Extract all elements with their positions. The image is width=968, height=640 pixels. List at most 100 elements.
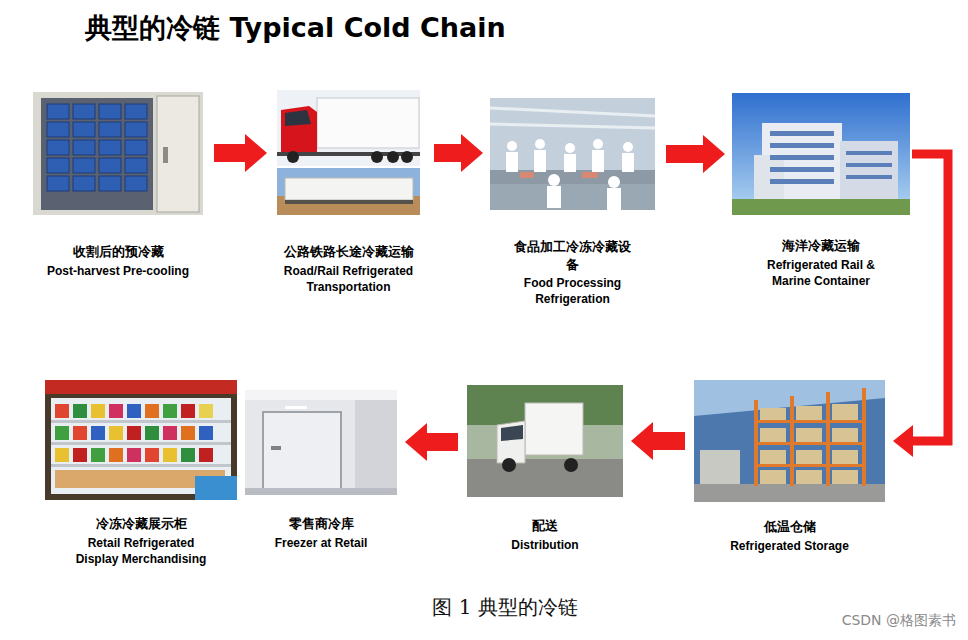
arrow-head <box>631 422 653 460</box>
warehouse-photo <box>760 404 858 484</box>
step-label-zh: 收割后的预冷藏 <box>73 243 164 261</box>
precooler-photo <box>47 140 69 155</box>
factory-photo <box>623 142 633 152</box>
precooler-photo <box>125 158 147 173</box>
warehouse-photo <box>754 388 866 486</box>
display-case-photo <box>163 404 177 418</box>
coldroom-photo <box>355 400 397 495</box>
truck-photo <box>401 151 413 163</box>
factory-photo <box>564 154 576 172</box>
precooler-photo <box>125 176 147 191</box>
display-case-photo <box>45 380 237 394</box>
step-label-en: Post-harvest Pre-cooling <box>47 263 189 279</box>
arrow-head <box>405 423 427 461</box>
display-case-photo <box>55 448 69 462</box>
van-photo <box>501 425 523 441</box>
diagram-title: 典型的冷链 Typical Cold Chain <box>85 10 506 46</box>
precooler-photo <box>33 92 203 215</box>
flow-arrow <box>893 154 948 457</box>
display-case-photo <box>51 420 231 467</box>
van-photo <box>467 459 623 497</box>
factory-photo <box>490 98 655 210</box>
factory-photo <box>582 172 598 178</box>
step-label-en: Retail Refrigerated Display Merchandisin… <box>71 535 211 567</box>
cold-chain-step: 冷冻冷藏展示柜Retail Refrigerated Display Merch… <box>45 380 237 567</box>
step-label-zh: 海洋冷藏运输 <box>782 237 860 255</box>
building-photo <box>732 93 910 215</box>
display-case-photo <box>181 448 195 462</box>
display-case-photo <box>55 404 69 418</box>
step-label-zh: 食品加工冷冻冷藏设备 <box>514 238 632 273</box>
display-case-photo <box>109 448 123 462</box>
factory-photo <box>507 141 517 151</box>
factory-photo <box>534 150 546 172</box>
display-case-photo <box>109 404 123 418</box>
precooler-photo <box>99 158 121 173</box>
van-photo <box>467 385 623 497</box>
figure-caption: 图 1 典型的冷链 <box>432 594 577 621</box>
arrow-head <box>893 425 913 457</box>
precooler-photo <box>99 140 121 155</box>
factory-photo <box>490 184 655 210</box>
cold-chain-step: 收割后的预冷藏 Post-harvest Pre-cooling <box>33 92 203 279</box>
warehouse-photo <box>832 428 858 442</box>
display-case-photo <box>181 404 195 418</box>
display-case-photo <box>199 448 213 462</box>
warehouse-photo <box>694 380 885 502</box>
step-label-zh: 零售商冷库 <box>289 515 354 533</box>
building-photo <box>846 151 892 155</box>
building-photo <box>846 175 892 179</box>
building-photo <box>770 155 834 160</box>
precooler-photo <box>99 176 121 191</box>
coldroom-photo <box>271 446 281 450</box>
building-photo <box>754 155 784 199</box>
precooler-photo <box>99 122 121 137</box>
display-case-photo <box>45 380 237 500</box>
warehouse-photo <box>694 380 885 502</box>
display-case-photo <box>127 426 141 440</box>
warehouse-photo <box>760 428 786 442</box>
van-photo <box>525 403 583 455</box>
warehouse-photo <box>760 450 786 464</box>
flow-arrow <box>434 134 483 172</box>
step-label-zh: 公路铁路长途冷藏运输 <box>284 243 414 261</box>
warehouse-photo <box>754 420 866 423</box>
factory-photo <box>565 143 575 153</box>
factory-photo <box>490 98 655 210</box>
factory-photo <box>490 108 655 116</box>
truck-photo <box>317 98 419 148</box>
step-label-zh: 低温仓储 <box>764 518 816 536</box>
flow-arrow <box>405 423 458 461</box>
coldroom-photo <box>285 406 307 409</box>
van-photo <box>502 458 516 472</box>
factory-photo <box>490 170 655 184</box>
coldroom-photo <box>245 390 397 495</box>
step-label-zh: 配送 <box>532 517 558 535</box>
cold-chain-step: 食品加工冷冻冷藏设备Food Processing Refrigeration <box>490 98 655 307</box>
warehouse-photo <box>790 396 794 486</box>
display-case-photo <box>145 404 159 418</box>
factory-photo <box>548 174 560 186</box>
display-case-photo <box>91 426 105 440</box>
arrow-head <box>703 135 725 173</box>
warehouse-photo <box>796 428 822 442</box>
truck-photo <box>277 90 420 166</box>
warehouse-photo <box>796 406 822 420</box>
display-case-photo <box>145 426 159 440</box>
arrow-shaft <box>426 433 458 451</box>
display-case-photo <box>127 404 141 418</box>
truck-photo <box>371 151 383 163</box>
flow-arrow <box>666 135 725 173</box>
truck-photo <box>387 151 399 163</box>
step-label-en: Refrigerated Rail & Marine Container <box>756 257 886 289</box>
flow-arrow <box>631 422 685 460</box>
warehouse-photo <box>754 442 866 445</box>
arrow-head <box>461 134 483 172</box>
display-case-photo <box>199 426 213 440</box>
factory-photo <box>622 153 634 172</box>
flow-arrow <box>214 134 267 172</box>
warehouse-photo <box>796 450 822 464</box>
warehouse-photo <box>826 392 830 486</box>
warehouse-photo <box>754 464 866 467</box>
